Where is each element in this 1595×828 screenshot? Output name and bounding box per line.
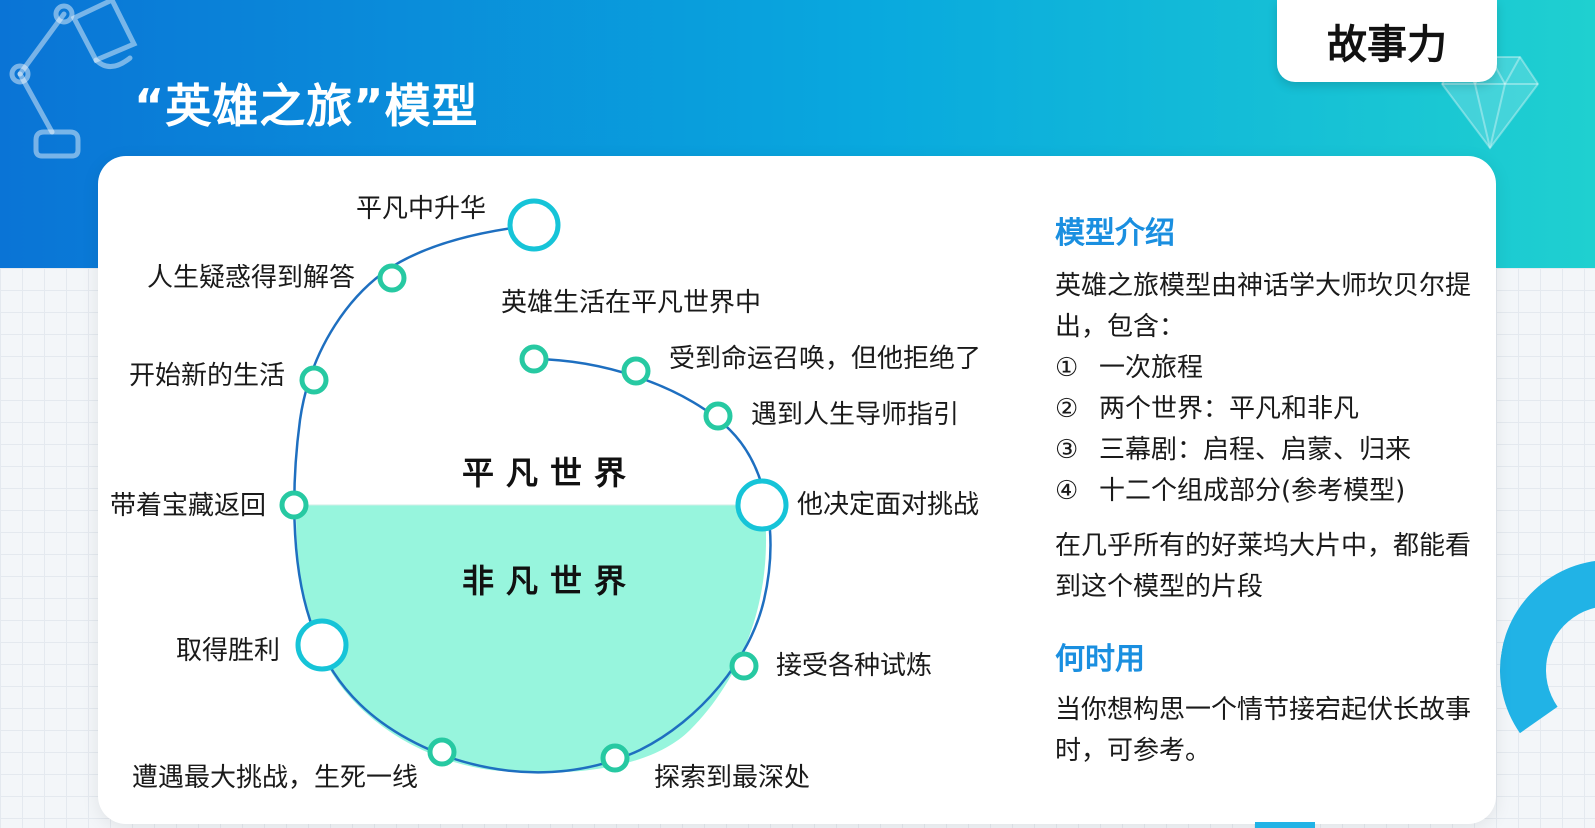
intro-item-num: ② (1055, 394, 1079, 424)
ordinary-world-label: 平凡世界 (462, 454, 639, 492)
stage-label-10: 开始新的生活 (129, 361, 286, 391)
stage-label-1: 英雄生活在平凡世界中 (501, 288, 762, 318)
intro-item-4: ④ 十二个组成部分(参考模型) (1055, 471, 1475, 512)
when-text: 当你想构思一个情节接宕起伏长故事时，可参考。 (1055, 695, 1472, 766)
node-7 (427, 737, 457, 767)
node-5 (729, 651, 759, 681)
intro-item-3: ③ 三幕剧：启程、启蒙、归来 (1055, 430, 1475, 471)
intro-item-text: 一次旅程 (1099, 353, 1204, 383)
stage-label-5: 接受各种试炼 (776, 651, 933, 681)
stage-label-2: 受到命运召唤，但他拒绝了 (669, 344, 982, 374)
milestone-nodes (295, 198, 789, 672)
intro-item-text: 十二个组成部分(参考模型) (1099, 476, 1406, 506)
stage-label-4: 他决定面对挑战 (797, 490, 980, 520)
intro-heading: 模型介绍 (1055, 216, 1175, 251)
intro-item-1: ① 一次旅程 (1055, 348, 1475, 389)
intro-item-num: ③ (1055, 435, 1079, 465)
node-8 (295, 618, 349, 672)
extraordinary-world-label: 非凡世界 (462, 562, 639, 600)
side-panel: 模型介绍 英雄之旅模型由神话学大师坎贝尔提出，包含： ① 一次旅程 ② 两个世界… (1055, 212, 1475, 772)
stage-label-3: 遇到人生导师指引 (751, 400, 960, 430)
node-4 (735, 478, 789, 532)
node-10 (299, 365, 329, 395)
when-heading: 何时用 (1055, 642, 1145, 677)
node-3 (703, 401, 733, 431)
extraordinary-world-region (296, 505, 767, 773)
stage-nodes (279, 263, 759, 773)
hero-journey-diagram (279, 198, 789, 774)
intro-item-num: ④ (1055, 476, 1079, 506)
brand-tab: 故事力 (1277, 0, 1497, 82)
stage-label-8: 取得胜利 (176, 636, 281, 666)
node-1 (519, 344, 549, 374)
stage-label-9: 带着宝藏返回 (110, 491, 267, 521)
intro-item-num: ① (1055, 353, 1079, 383)
node-12 (507, 198, 561, 252)
intro-item-text: 三幕剧：启程、启蒙、归来 (1099, 435, 1412, 465)
content-card (98, 156, 1496, 824)
brand-label: 故事力 (1327, 22, 1447, 68)
node-2 (621, 356, 651, 386)
node-6 (600, 743, 630, 773)
desk-lamp-icon (9, 0, 138, 159)
intro-text: 英雄之旅模型由神话学大师坎贝尔提出，包含： (1055, 271, 1472, 342)
stage-label-7: 遭遇最大挑战，生死一线 (132, 763, 419, 793)
node-11 (377, 263, 407, 293)
stage-label-6: 探索到最深处 (654, 763, 811, 793)
stage-label-12: 平凡中升华 (356, 194, 487, 224)
page-title: “英雄之旅”模型 (134, 79, 479, 133)
node-9 (279, 490, 309, 520)
stage-label-11: 人生疑惑得到解答 (147, 263, 356, 293)
intro-item-2: ② 两个世界：平凡和非凡 (1055, 389, 1475, 430)
bottom-accent-bar (1255, 822, 1315, 828)
intro-item-text: 两个世界：平凡和非凡 (1099, 394, 1360, 424)
intro-summary: 在几乎所有的好莱坞大片中，都能看到这个模型的片段 (1055, 531, 1472, 602)
